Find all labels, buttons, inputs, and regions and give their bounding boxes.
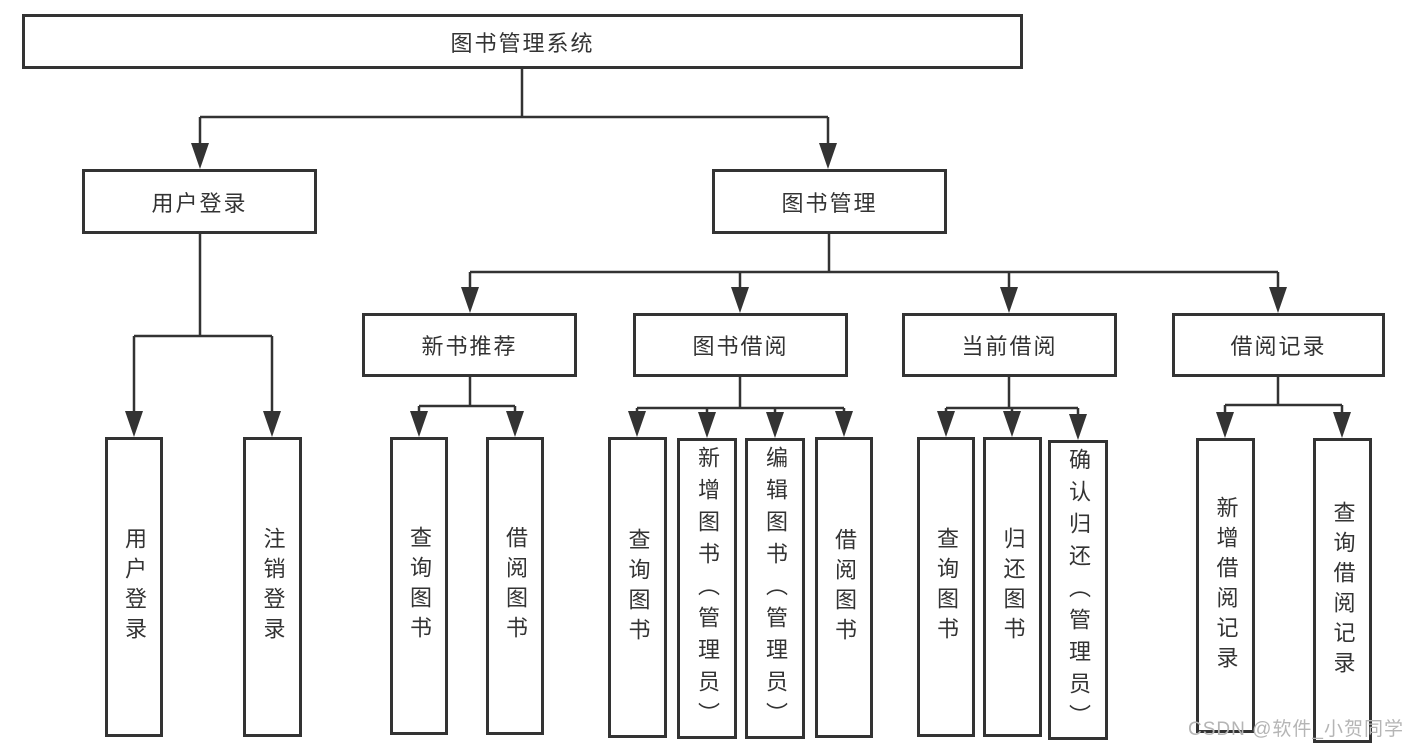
leaf-rec-borrow-book: 借阅图书 <box>486 437 544 735</box>
node-book-mgmt: 图书管理 <box>712 169 947 234</box>
edge-borrow-record-to-leaves <box>1223 377 1344 431</box>
edge-book-borrow-to-leaves <box>635 377 846 431</box>
node-current-borrow: 当前借阅 <box>902 313 1117 377</box>
leaf-add-book-admin-label: 新增图书（管理员） <box>695 446 720 734</box>
leaf-user-login: 用户登录 <box>105 437 163 737</box>
leaf-edit-book-admin: 编辑图书（管理员） <box>745 438 805 739</box>
csdn-watermark: CSDN @软件_小贺同学 <box>1188 719 1404 740</box>
node-book-borrow: 图书借阅 <box>633 313 848 377</box>
edge-user-login-to-leaves <box>132 234 274 430</box>
leaf-return-book: 归还图书 <box>983 437 1042 737</box>
leaf-rec-borrow-book-label: 借阅图书 <box>503 526 528 646</box>
node-user-login-label: 用户登录 <box>151 190 248 216</box>
leaf-confirm-return-admin-label: 确认归还（管理员） <box>1066 448 1091 736</box>
leaf-rec-query-book-label: 查询图书 <box>407 526 432 646</box>
leaf-add-borrow-record-label: 新增借阅记录 <box>1213 495 1239 676</box>
leaf-current-query-book: 查询图书 <box>917 437 975 737</box>
leaf-logout: 注销登录 <box>243 437 302 737</box>
leaf-borrow-book: 借阅图书 <box>815 437 873 738</box>
node-root: 图书管理系统 <box>22 14 1023 69</box>
leaf-query-borrow-record: 查询借阅记录 <box>1313 438 1372 743</box>
node-user-login: 用户登录 <box>82 169 317 234</box>
leaf-borrow-book-label: 借阅图书 <box>832 527 857 648</box>
node-root-label: 图书管理系统 <box>450 30 595 56</box>
leaf-current-query-book-label: 查询图书 <box>934 527 959 647</box>
leaf-borrow-query-book-label: 查询图书 <box>625 527 651 648</box>
node-current-borrow-label: 当前借阅 <box>961 334 1058 359</box>
leaf-return-book-label: 归还图书 <box>1000 527 1026 647</box>
node-new-book-rec-label: 新书推荐 <box>421 334 518 359</box>
leaf-edit-book-admin-label: 编辑图书（管理员） <box>763 446 788 734</box>
node-new-book-rec: 新书推荐 <box>362 313 577 377</box>
leaf-add-borrow-record: 新增借阅记录 <box>1196 438 1255 733</box>
leaf-user-login-label: 用户登录 <box>122 527 147 647</box>
node-book-mgmt-label: 图书管理 <box>781 190 878 216</box>
leaf-add-book-admin: 新增图书（管理员） <box>677 438 737 739</box>
arrowhead-icons <box>125 143 1351 440</box>
node-borrow-record-label: 借阅记录 <box>1230 334 1327 359</box>
leaf-query-borrow-record-label: 查询借阅记录 <box>1330 500 1356 681</box>
leaf-logout-label: 注销登录 <box>260 527 286 647</box>
node-borrow-record: 借阅记录 <box>1172 313 1385 377</box>
leaf-borrow-query-book: 查询图书 <box>608 437 667 738</box>
edge-book-mgmt-to-level3 <box>468 234 1280 306</box>
edge-new-book-rec-to-leaves <box>417 377 517 430</box>
leaf-rec-query-book: 查询图书 <box>390 437 448 735</box>
leaf-confirm-return-admin: 确认归还（管理员） <box>1048 440 1108 740</box>
edge-root-to-level2 <box>198 68 830 162</box>
node-book-borrow-label: 图书借阅 <box>692 334 789 359</box>
